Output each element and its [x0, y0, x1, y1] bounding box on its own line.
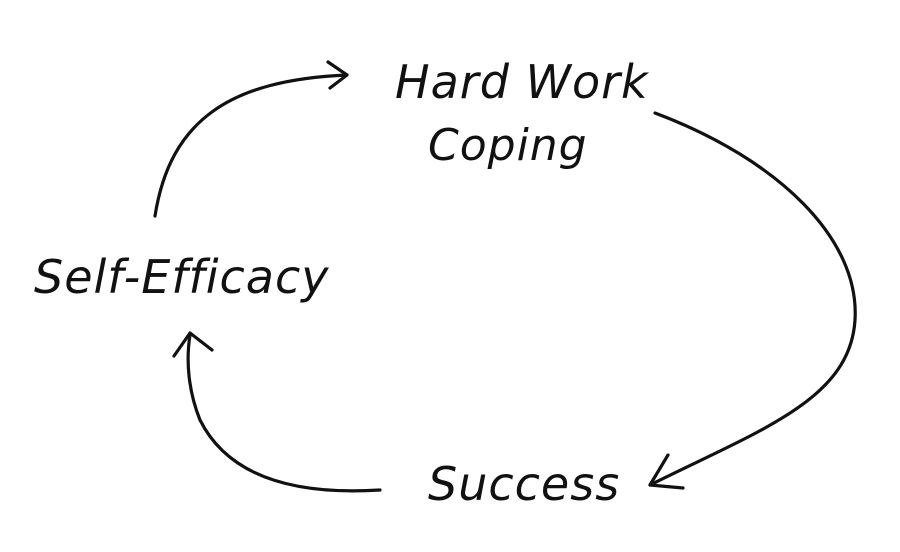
node-hard-work-label: Hard Work — [395, 55, 650, 109]
node-coping-label: Coping — [428, 120, 588, 171]
arrow-self-efficacy-to-hard-work — [153, 60, 349, 218]
arrow-head — [172, 331, 214, 358]
node-self-efficacy-label: Self-Efficacy — [34, 250, 330, 304]
arrow-head — [326, 60, 349, 90]
arrow-hard-work-to-success — [648, 111, 857, 490]
arrow-shaft — [153, 73, 349, 218]
arrow-head — [648, 453, 685, 490]
arrow-shaft — [648, 111, 857, 487]
arrow-success-to-self-efficacy — [172, 331, 382, 493]
arrow-shaft — [186, 333, 382, 493]
node-success-label: Success — [428, 457, 620, 511]
